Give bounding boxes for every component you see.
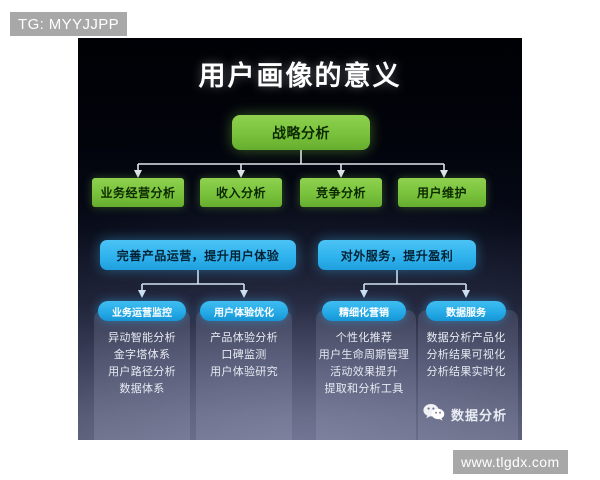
column-items-experience-optimization: 产品体验分析口碑监测用户体验研究 <box>210 332 278 378</box>
node-business-operation-analysis[interactable]: 业务经营分析 <box>92 178 184 207</box>
goal-external-service-profit[interactable]: 对外服务，提升盈利 <box>318 240 476 270</box>
node-revenue-analysis[interactable]: 收入分析 <box>200 178 282 207</box>
wechat-icon <box>423 403 445 426</box>
column-header-business-monitoring[interactable]: 业务运营监控 <box>98 301 186 321</box>
node-strategy-analysis[interactable]: 战略分析 <box>232 115 370 150</box>
node-competition-analysis[interactable]: 竞争分析 <box>300 178 382 207</box>
column-header-precision-marketing[interactable]: 精细化营销 <box>322 301 406 321</box>
goal-improve-product-operations[interactable]: 完善产品运营，提升用户体验 <box>100 240 296 270</box>
column-card-experience-optimization <box>196 310 292 440</box>
wechat-account-name: 数据分析 <box>451 408 508 423</box>
column-header-data-service[interactable]: 数据服务 <box>426 301 506 321</box>
column-header-experience-optimization[interactable]: 用户体验优化 <box>200 301 288 321</box>
watermark-bottom: www.tlgdx.com <box>453 450 568 474</box>
node-user-maintenance[interactable]: 用户维护 <box>398 178 486 207</box>
column-items-business-monitoring: 异动智能分析金字塔体系用户路径分析数据体系 <box>108 332 176 395</box>
wechat-account-logo: 数据分析 <box>423 403 507 426</box>
connector-lines <box>134 150 470 298</box>
page-title: 用户画像的意义 <box>198 61 402 91</box>
slide-panel: 用户画像的意义 <box>78 38 522 440</box>
column-card-business-monitoring <box>94 310 190 440</box>
column-card-precision-marketing <box>316 310 416 440</box>
column-items-data-service: 数据分析产品化分析结果可视化分析结果实时化 <box>426 332 506 378</box>
column-items-precision-marketing: 个性化推荐用户生命周期管理活动效果提升提取和分析工具 <box>318 332 410 395</box>
watermark-top: TG: MYYJJPP <box>10 12 128 36</box>
